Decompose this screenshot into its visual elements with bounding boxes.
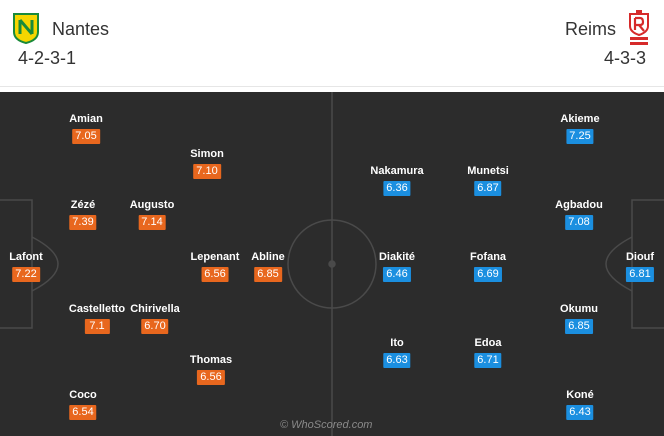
player-rating: 6.71 xyxy=(474,353,502,368)
match-header: Nantes 4-2-3-1 Reims 4-3-3 xyxy=(0,0,664,92)
home-player-coco[interactable]: Coco 6.54 xyxy=(69,388,97,420)
player-name: Munetsi xyxy=(467,165,509,177)
home-formation: 4-2-3-1 xyxy=(18,48,77,68)
away-player-agbadou[interactable]: Agbadou 7.08 xyxy=(555,198,603,230)
player-rating: 6.87 xyxy=(474,181,502,196)
player-name: Diouf xyxy=(625,251,655,263)
home-player-thomas[interactable]: Thomas 6.56 xyxy=(190,353,232,385)
player-rating: 7.10 xyxy=(193,164,221,179)
watermark: © WhoScored.com xyxy=(280,419,373,431)
away-player-ito[interactable]: Ito 6.63 xyxy=(383,336,411,368)
header-divider xyxy=(0,86,664,87)
player-rating: 6.54 xyxy=(69,405,97,420)
player-rating: 6.81 xyxy=(626,267,654,282)
player-name: Akieme xyxy=(560,113,600,125)
home-team-name[interactable]: Nantes xyxy=(52,19,110,39)
player-name: Coco xyxy=(69,389,97,401)
away-player-diakite[interactable]: Diakité 6.46 xyxy=(379,250,415,282)
player-name: Lepenant xyxy=(190,251,240,263)
home-player-lafont[interactable]: Lafont 7.22 xyxy=(9,250,43,282)
pitch-lines xyxy=(0,92,664,436)
player-rating: 6.63 xyxy=(383,353,411,368)
player-name: Ito xyxy=(390,337,404,349)
player-rating: 7.39 xyxy=(69,215,97,230)
player-rating: 7.14 xyxy=(138,215,166,230)
player-name: Augusto xyxy=(129,199,175,211)
player-name: Agbadou xyxy=(555,199,603,211)
nantes-crest-icon xyxy=(13,13,39,44)
player-rating: 7.22 xyxy=(12,267,40,282)
home-player-augusto[interactable]: Augusto 7.14 xyxy=(129,198,175,230)
player-rating: 7.08 xyxy=(565,215,593,230)
player-name: Edoa xyxy=(474,337,502,349)
away-player-diouf[interactable]: Diouf 6.81 xyxy=(626,250,654,282)
home-player-amian[interactable]: Amian 7.05 xyxy=(69,112,103,144)
player-name: Diakité xyxy=(378,251,416,263)
player-rating: 6.85 xyxy=(254,267,282,282)
player-rating: 6.43 xyxy=(566,405,594,420)
player-name: Simon xyxy=(190,148,224,160)
away-player-edoa[interactable]: Edoa 6.71 xyxy=(474,336,502,368)
away-player-fofana[interactable]: Fofana 6.69 xyxy=(470,250,506,282)
player-name: Abline xyxy=(251,251,285,263)
player-rating: 6.69 xyxy=(474,267,502,282)
home-player-simon[interactable]: Simon 7.10 xyxy=(190,147,224,179)
player-rating: 6.56 xyxy=(201,267,229,282)
player-rating: 6.46 xyxy=(383,267,411,282)
home-player-castelletto[interactable]: Castelletto 7.1 xyxy=(69,302,125,334)
away-player-nakamura[interactable]: Nakamura 6.36 xyxy=(370,164,424,196)
home-player-lepenant[interactable]: Lepenant 6.56 xyxy=(190,250,240,282)
away-player-akieme[interactable]: Akieme 7.25 xyxy=(560,112,600,144)
player-name: Zézé xyxy=(70,199,96,211)
player-name: Koné xyxy=(566,389,594,401)
player-rating: 7.25 xyxy=(566,129,594,144)
home-player-abline[interactable]: Abline 6.85 xyxy=(251,250,285,282)
away-team-name[interactable]: Reims xyxy=(564,19,616,39)
reims-crest-icon xyxy=(629,10,649,45)
home-player-zeze[interactable]: Zézé 7.39 xyxy=(69,198,97,230)
player-rating: 6.85 xyxy=(565,319,593,334)
player-rating: 7.05 xyxy=(72,129,100,144)
player-rating: 6.70 xyxy=(141,319,169,334)
player-name: Okumu xyxy=(560,303,598,315)
player-rating: 7.1 xyxy=(84,319,110,334)
away-formation: 4-3-3 xyxy=(603,48,646,68)
player-name: Castelletto xyxy=(68,303,126,315)
player-rating: 6.56 xyxy=(197,370,225,385)
away-player-kone[interactable]: Koné 6.43 xyxy=(566,388,594,420)
pitch: Amian 7.05 Simon 7.10 Zézé 7.39 Augusto … xyxy=(0,92,664,436)
player-name: Chirivella xyxy=(130,303,180,315)
player-name: Fofana xyxy=(469,251,507,263)
away-player-okumu[interactable]: Okumu 6.85 xyxy=(560,302,598,334)
home-player-chirivella[interactable]: Chirivella 6.70 xyxy=(130,302,180,334)
player-name: Thomas xyxy=(189,354,233,366)
player-name: Lafont xyxy=(9,251,43,263)
player-rating: 6.36 xyxy=(383,181,411,196)
away-player-munetsi[interactable]: Munetsi 6.87 xyxy=(467,164,509,196)
player-name: Amian xyxy=(69,113,103,125)
player-name: Nakamura xyxy=(370,165,424,177)
